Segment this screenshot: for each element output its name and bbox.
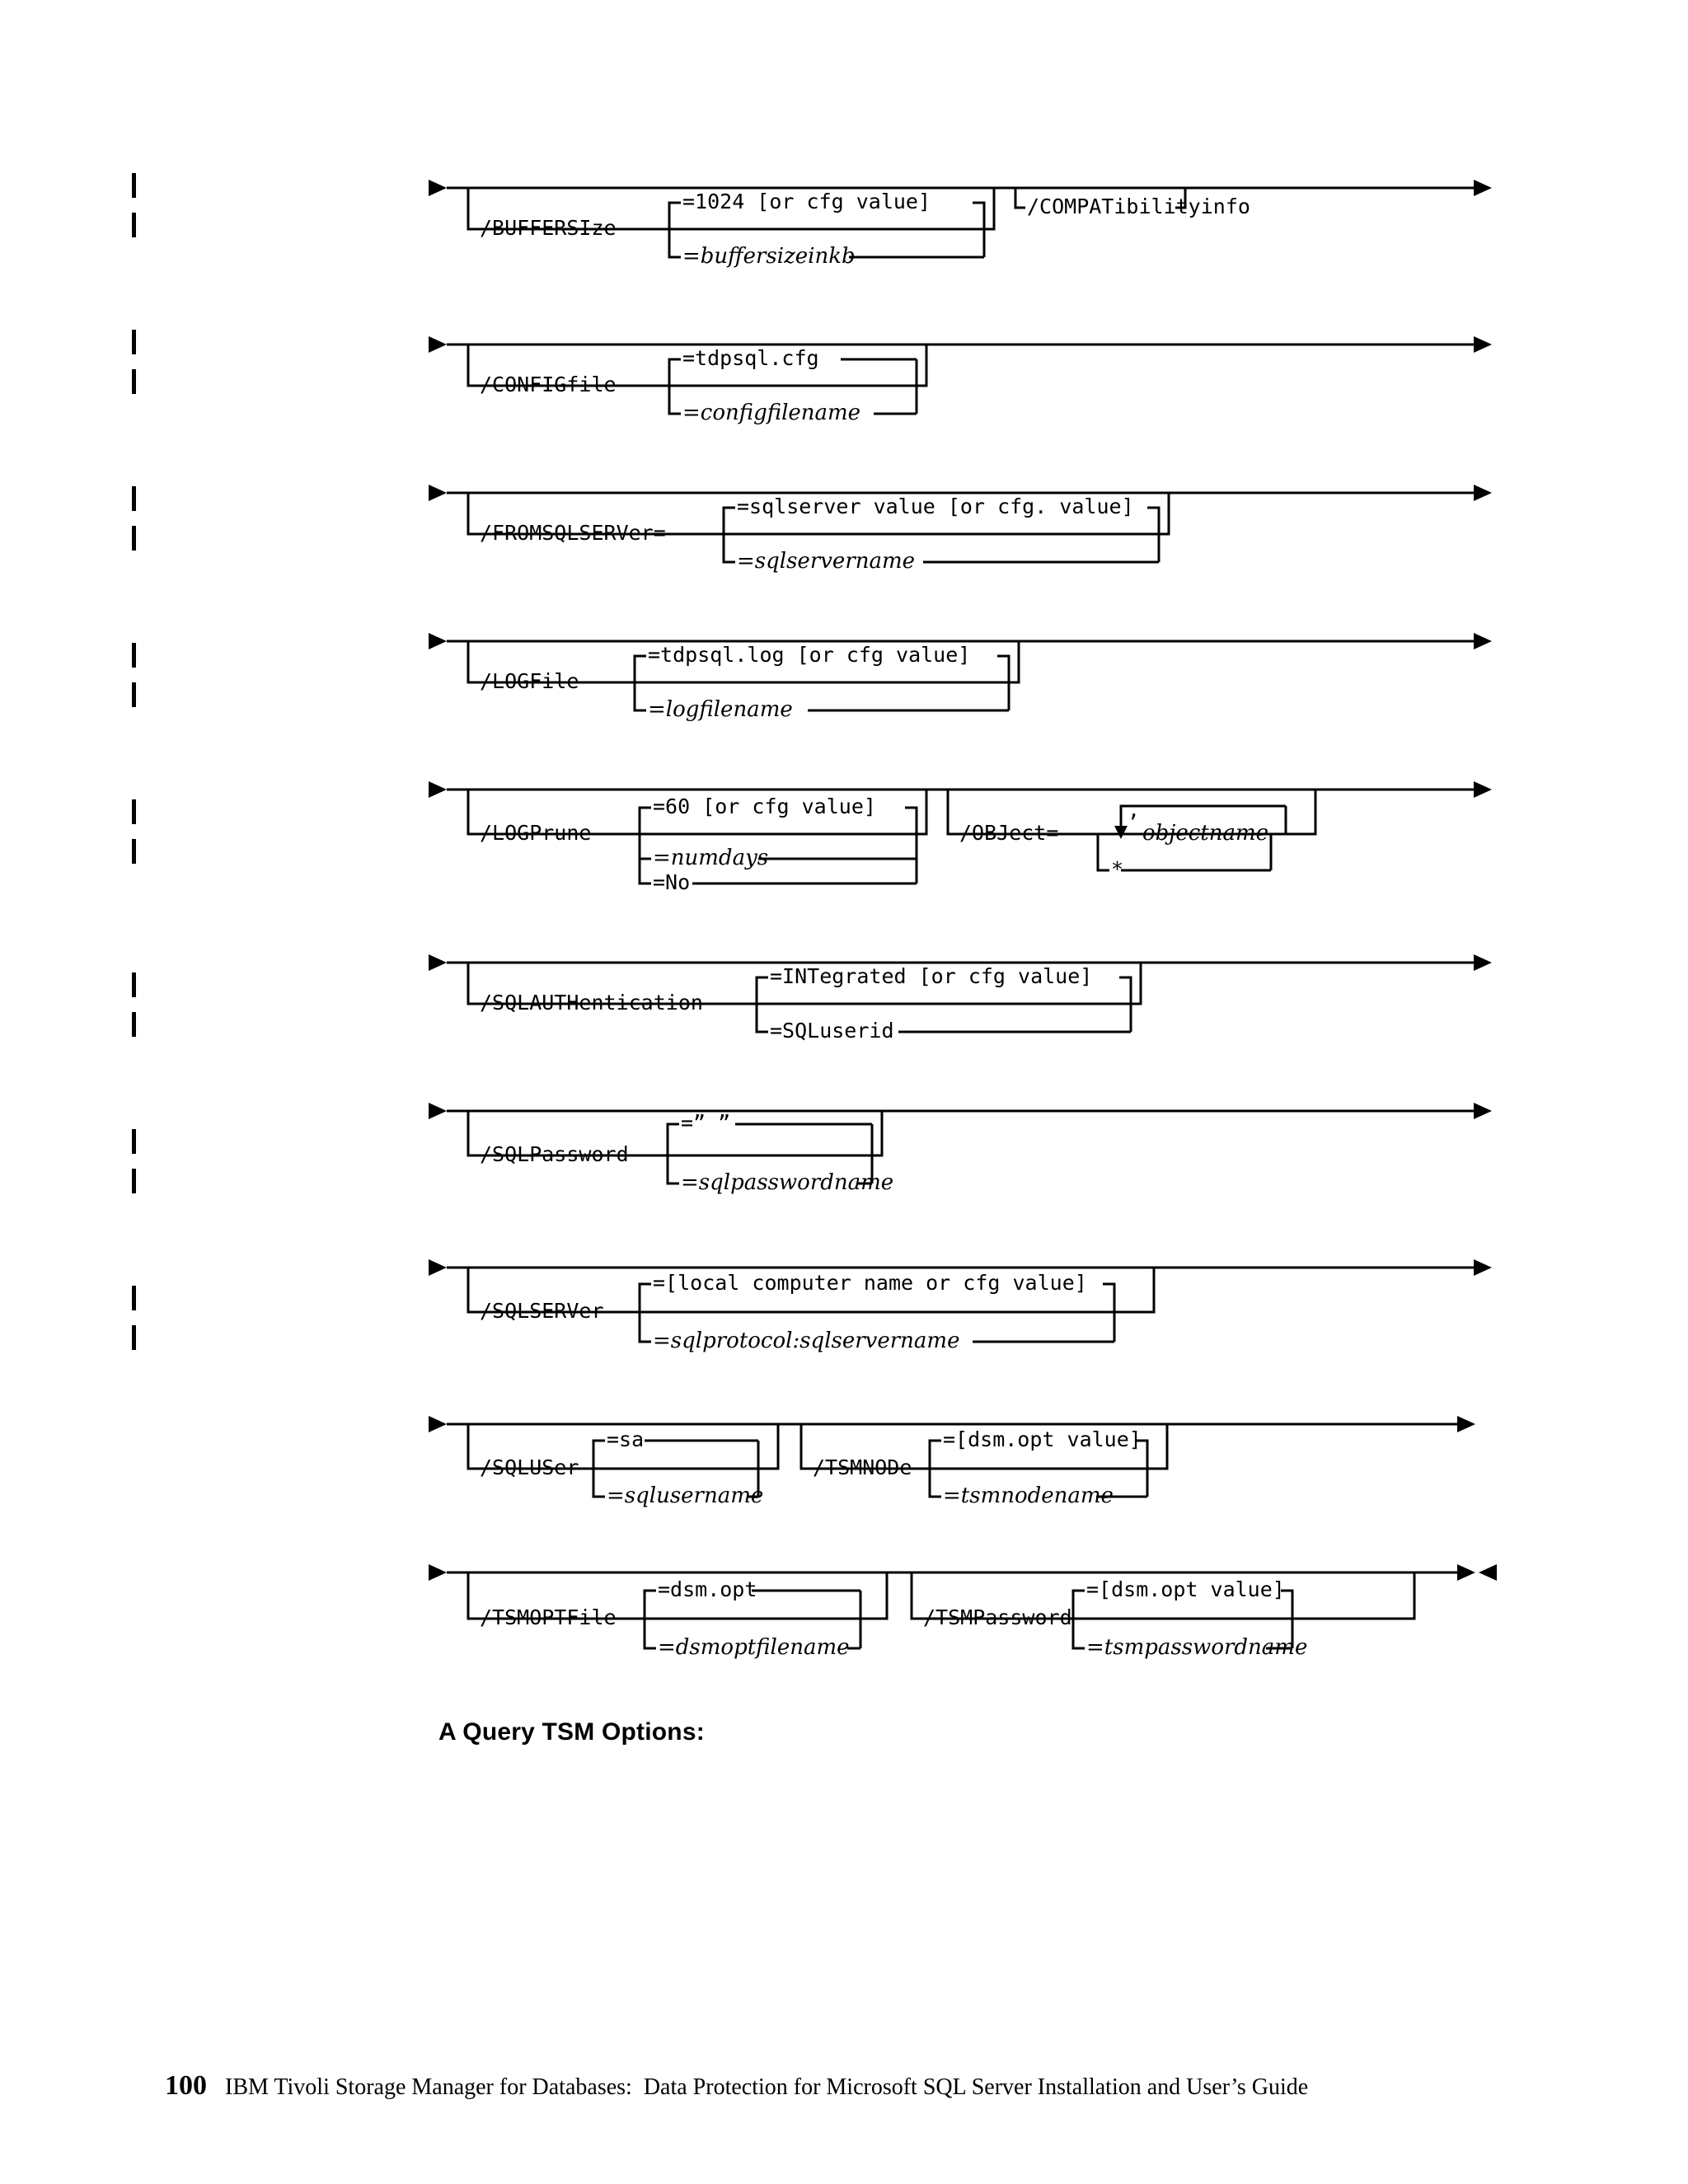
syntax-diagram-fromsqlserver: /FROMSQLSERVer= =sqlserver value [or cfg… — [429, 470, 1508, 574]
option-keyword: /LOGPrune — [480, 821, 591, 845]
option-default-value: =tdpsql.cfg — [682, 346, 819, 370]
arrow-right-icon — [1474, 633, 1492, 649]
arrow-down-icon — [1114, 826, 1128, 839]
change-bar — [132, 643, 136, 668]
syntax-diagram-logprune-object: /LOGPrune =60 [or cfg value] =numdays =N… — [429, 766, 1508, 894]
option-alt-value: =dsmoptfilename — [658, 1635, 850, 1660]
option-keyword: /CONFIGfile — [480, 373, 617, 396]
arrow-right-icon — [1474, 781, 1492, 798]
syntax-diagram-sqluser-tsmnode: /SQLUSer =sa =sqlusername /TSMNODe =[dsm… — [429, 1401, 1508, 1508]
footer-book-title: IBM Tivoli Storage Manager for Databases… — [225, 2074, 1309, 2100]
change-bar — [132, 369, 136, 394]
arrow-right-icon — [429, 1564, 447, 1581]
arrow-right-icon — [429, 1259, 447, 1276]
syntax-diagram-sqlserver: /SQLSERVer =[local computer name or cfg … — [429, 1244, 1508, 1353]
option-alt-value-2: =No — [653, 870, 690, 894]
change-bar — [132, 213, 136, 237]
option-keyword: /SQLPassword — [480, 1142, 629, 1166]
option-keyword: /SQLSERVer — [480, 1299, 604, 1323]
syntax-diagram-logfile: /LOGFile =tdpsql.log [or cfg value] =log… — [429, 618, 1508, 722]
arrow-right-icon — [1457, 1416, 1475, 1432]
change-bar — [132, 526, 136, 551]
loop-separator-comma: , — [1128, 798, 1140, 822]
option-alt-value: =sqlprotocol:sqlservername — [653, 1329, 959, 1353]
syntax-diagram-sqlauthentication: /SQLAUTHentication =INTegrated [or cfg v… — [429, 940, 1508, 1043]
arrow-right-icon — [1474, 1103, 1492, 1119]
option-default-value: =INTegrated [or cfg value] — [770, 964, 1092, 988]
arrow-right-icon — [429, 1103, 447, 1119]
arrow-right-icon — [429, 1416, 447, 1432]
change-bar — [132, 173, 136, 198]
option-default-value: =dsm.opt — [658, 1577, 757, 1601]
change-bar — [132, 330, 136, 354]
change-bar — [132, 1129, 136, 1154]
change-bar — [132, 972, 136, 997]
syntax-diagram-tsmoptfile-tsmpassword: /TSMOPTFile =dsm.opt =dsmoptfilename /TS… — [429, 1549, 1508, 1660]
option-alt-value: =SQLuserid — [770, 1019, 894, 1043]
arrow-right-icon — [1474, 336, 1492, 353]
option-default-value: =tdpsql.log [or cfg value] — [648, 643, 970, 667]
option-default-value: =[dsm.opt value] — [943, 1427, 1142, 1451]
arrow-right-icon — [429, 485, 447, 501]
arrow-right-icon — [429, 781, 447, 798]
loop-value: objectname — [1142, 821, 1268, 846]
option-alt-value: =logfilename — [648, 697, 793, 722]
arrow-right-icon — [429, 633, 447, 649]
arrow-right-icon — [1457, 1564, 1475, 1581]
arrow-right-icon — [1474, 1259, 1492, 1276]
section-heading: A Query TSM Options: — [438, 1718, 705, 1746]
syntax-diagram-sqlpassword: /SQLPassword =” ” =sqlpasswordname — [429, 1088, 1508, 1195]
option-keyword: /LOGFile — [480, 669, 579, 693]
change-bar — [132, 799, 136, 824]
option-keyword: /FROMSQLSERVer= — [480, 521, 666, 545]
change-bar — [132, 1325, 136, 1350]
option-alt-value: =tsmnodename — [943, 1483, 1114, 1508]
arrow-right-icon — [1474, 954, 1492, 971]
syntax-diagram-buffersize: /BUFFERSIze =1024 [or cfg value] =buffer… — [429, 165, 1508, 269]
arrow-right-icon — [1474, 180, 1492, 196]
option-keyword: /OBJect= — [959, 821, 1058, 845]
footer-page-number: 100 — [165, 2070, 207, 2101]
option-alt-value: =sqlservername — [737, 549, 915, 574]
option-keyword: /SQLUSer — [480, 1455, 579, 1479]
option-keyword: /COMPATibilityinfo — [1027, 194, 1250, 218]
option-keyword: /TSMPassword — [923, 1605, 1072, 1629]
arrow-right-icon — [429, 180, 447, 196]
change-bar — [132, 682, 136, 707]
option-default-value: =” ” — [681, 1111, 730, 1135]
option-alt-value: =buffersizeinkb — [682, 244, 856, 269]
option-keyword: /TSMOPTFile — [480, 1605, 617, 1629]
option-alt-value: * — [1111, 857, 1123, 881]
arrow-right-icon — [429, 954, 447, 971]
option-alt-value: =sqlusername — [607, 1483, 763, 1508]
change-bar — [132, 1286, 136, 1310]
option-alt-value: =numdays — [653, 846, 768, 870]
option-default-value: =[local computer name or cfg value] — [653, 1271, 1087, 1295]
option-keyword: /SQLAUTHentication — [480, 991, 703, 1015]
change-bar — [132, 486, 136, 511]
option-default-value: =sqlserver value [or cfg. value] — [737, 494, 1134, 518]
option-default-value: =[dsm.opt value] — [1086, 1577, 1285, 1601]
option-default-value: =sa — [607, 1427, 644, 1451]
option-default-value: =1024 [or cfg value] — [682, 190, 931, 213]
arrow-right-icon — [1474, 485, 1492, 501]
arrow-right-icon — [429, 336, 447, 353]
change-bar — [132, 1169, 136, 1193]
change-bar — [132, 839, 136, 864]
option-keyword: /TSMNODe — [813, 1455, 912, 1479]
option-default-value: =60 [or cfg value] — [653, 794, 876, 818]
arrow-left-icon — [1479, 1564, 1497, 1581]
option-alt-value: =configfilename — [682, 401, 860, 425]
syntax-diagram-configfile: /CONFIGfile =tdpsql.cfg =configfilename — [429, 321, 1508, 425]
change-bar — [132, 1012, 136, 1037]
option-keyword: /BUFFERSIze — [480, 216, 617, 240]
page-footer: 100 IBM Tivoli Storage Manager for Datab… — [165, 2070, 1308, 2102]
